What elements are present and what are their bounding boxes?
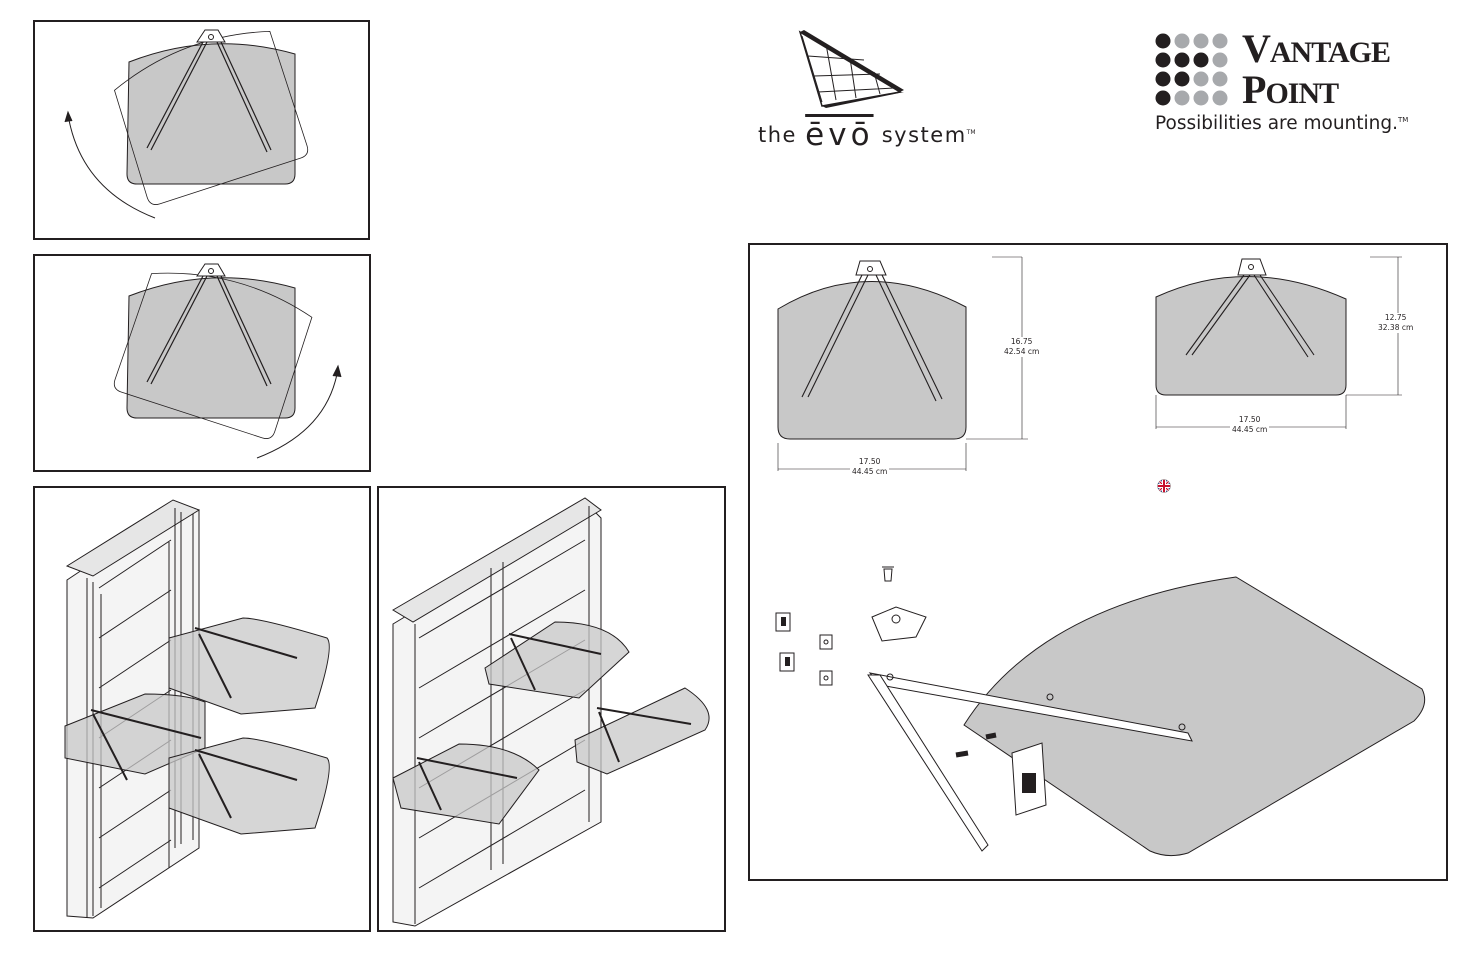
logo-dot bbox=[1155, 71, 1171, 87]
vantage-point-wordmark: VANTAGE POINT bbox=[1242, 26, 1391, 112]
logo-dot bbox=[1174, 52, 1190, 68]
rotation-cw-illustration bbox=[113, 263, 342, 459]
evo-system-wordmark: the ēvō systemTM bbox=[758, 117, 976, 153]
double-column-illustration bbox=[392, 497, 710, 927]
logo-dot bbox=[1193, 33, 1209, 49]
logo-dot bbox=[1193, 52, 1209, 68]
large-shelf-width-label: 17.50 44.45 cm bbox=[850, 457, 890, 477]
evo-system-logo-mark bbox=[798, 30, 904, 108]
logo-dot bbox=[1174, 90, 1190, 106]
rotation-cw-panel bbox=[33, 254, 371, 472]
double-column-installation-panel bbox=[377, 486, 726, 932]
logo-dot bbox=[1212, 71, 1228, 87]
logo-dot bbox=[1193, 71, 1209, 87]
vantage-point-dots-logo bbox=[1155, 33, 1228, 106]
logo-dot bbox=[1155, 52, 1171, 68]
dimensions-parts-panel: 16.75 42.54 cm 17.50 44.45 cm 12.75 32.3… bbox=[748, 243, 1448, 881]
logo-dot bbox=[1155, 90, 1171, 106]
logo-dot bbox=[1212, 90, 1228, 106]
large-shelf-height-label: 16.75 42.54 cm bbox=[1002, 337, 1042, 357]
logo-dot bbox=[1193, 90, 1209, 106]
single-column-installation-panel bbox=[33, 486, 371, 932]
rotation-ccw-panel bbox=[33, 20, 370, 240]
single-column-illustration bbox=[64, 499, 330, 919]
uk-flag-icon[interactable] bbox=[1157, 479, 1171, 493]
rotate-counterclockwise-arrow-icon bbox=[68, 119, 156, 219]
rotate-clockwise-arrow-icon bbox=[256, 373, 338, 459]
dimensions-parts-illustration bbox=[775, 256, 1426, 857]
logo-dot bbox=[1174, 33, 1190, 49]
rotation-ccw-illustration bbox=[64, 29, 309, 219]
brand-tagline: Possibilities are mounting.TM bbox=[1155, 113, 1409, 134]
small-shelf-height-label: 12.75 32.38 cm bbox=[1376, 313, 1416, 333]
logo-dot bbox=[1155, 33, 1171, 49]
small-shelf-width-label: 17.50 44.45 cm bbox=[1230, 415, 1270, 435]
logo-dot bbox=[1174, 71, 1190, 87]
logo-dot bbox=[1212, 52, 1228, 68]
logo-dot bbox=[1212, 33, 1228, 49]
